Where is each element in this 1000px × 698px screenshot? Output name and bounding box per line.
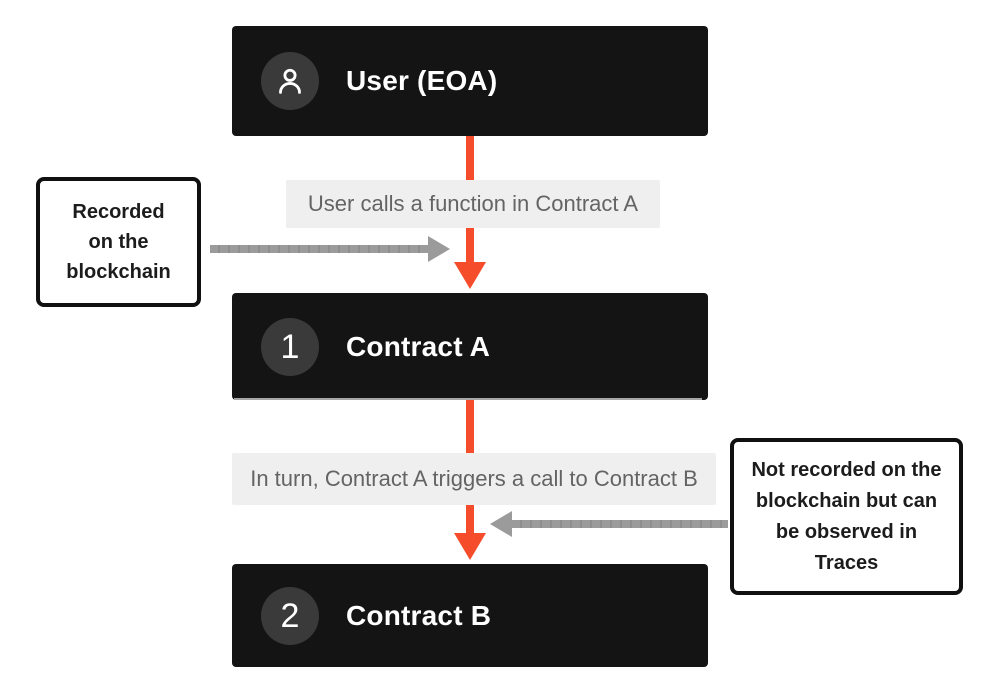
step-number: 1 [280, 327, 300, 366]
edge-label-a-to-b: In turn, Contract A triggers a call to C… [232, 453, 716, 505]
annotation-not-recorded-traces: Not recorded on the blockchain but can b… [730, 438, 963, 595]
annotation-line: Recorded [72, 201, 165, 223]
node-user-eoa: User (EOA) [232, 26, 708, 136]
node-title-user: User (EOA) [346, 65, 498, 96]
edge-label-user-to-a: User calls a function in Contract A [286, 180, 660, 228]
arrow-user-to-a-shaft-bottom [466, 228, 474, 262]
annotation-line: on the [88, 231, 149, 253]
contract-a-bottom-divider [234, 398, 702, 400]
pointer-recorded-shaft [210, 245, 428, 253]
node-title-contract-b: Contract B [346, 599, 492, 631]
pointer-traces-arrowhead-icon [490, 511, 512, 537]
annotation-line: Traces [814, 551, 879, 574]
arrow-a-to-b-arrowhead-icon [454, 533, 486, 560]
node-contract-b: 2 Contract B [232, 564, 708, 667]
annotation-line: blockchain but can [755, 489, 938, 512]
user-avatar [261, 52, 319, 110]
pointer-recorded-arrowhead-icon [428, 236, 450, 262]
arrow-a-to-b-shaft-top [466, 400, 474, 453]
annotation-line: Not recorded on the [751, 458, 942, 481]
step-number: 2 [280, 596, 300, 635]
annotation-line: be observed in [775, 520, 918, 543]
annotation-recorded-on-blockchain: Recorded on the blockchain [36, 177, 201, 307]
arrow-a-to-b-shaft-bottom [466, 505, 474, 533]
node-contract-a: 1 Contract A [232, 293, 708, 400]
arrow-user-to-a-shaft-top [466, 136, 474, 182]
user-icon [279, 68, 301, 94]
step-2-badge: 2 [261, 586, 319, 645]
pointer-traces-shaft [512, 520, 728, 528]
arrow-user-to-a-arrowhead-icon [454, 262, 486, 289]
annotation-line: blockchain [66, 261, 171, 283]
step-1-badge: 1 [261, 317, 319, 376]
node-title-contract-a: Contract A [346, 330, 491, 362]
